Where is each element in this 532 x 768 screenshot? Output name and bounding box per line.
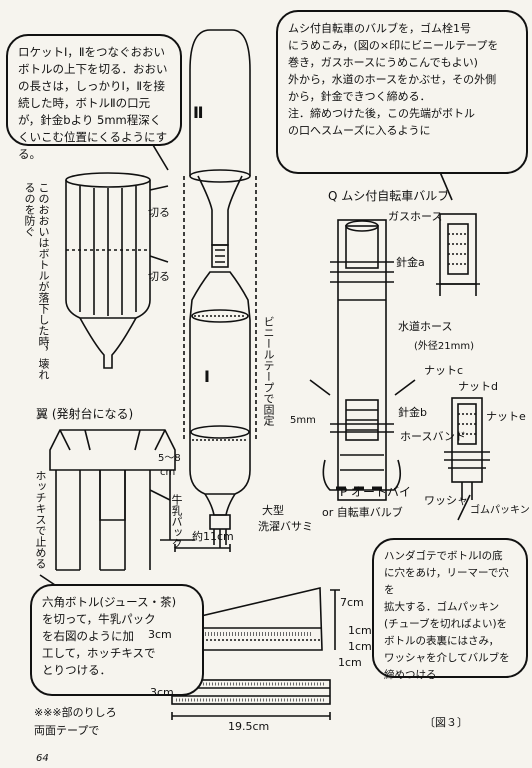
label-dim-1cm-b: 1cm [348,640,372,653]
label-hose-band: ホースバンド [400,430,466,443]
note-bubble-valve: ムシ付自転車のバルブを，ゴム栓1号 にうめこみ，(図の×印にビニールテープを 巻… [276,10,528,174]
label-wire-a: 針金a [396,256,425,269]
note-line: 続した時，ボトルⅡの口元 [18,96,151,110]
note-line: (チューブを切ればよい)を [384,618,508,630]
note-line: の口へスムーズに入るように [288,124,431,137]
note-line: とりつける． [42,663,112,677]
label-clothespin: 洗濯バサミ [258,520,313,533]
label-bottle-two: Ⅱ [193,103,204,122]
note-line: ボトルの上下を切る．おおい [18,62,168,76]
note-line: から，針金できつく締める． [288,90,431,103]
label-water-hose-size: (外径21mm) [414,341,475,352]
label-cover-note-vertical: このおおいはボトルが落下した時，壊れるのを防ぐ [23,182,50,380]
label-nut-c: ナットc [424,364,464,377]
label-dim-3cm-a: 3cm [148,628,172,641]
note-line: 注．締めつけた後，この先端がボトル [288,107,475,120]
note-line: ハンダゴテでボトルⅠの底 [384,550,503,562]
note-line: ロケットⅠ，Ⅱをつなぐおおい [18,45,166,59]
label-dim-7cm: 7cm [340,596,364,609]
label-water-hose: 水道ホース [398,320,453,333]
label-nut-d: ナットd [458,380,498,393]
label-q-valve: Q ムシ付自転車バルブ [328,189,450,203]
note-line: を切って，牛乳パック [42,612,156,626]
label-size-cm: cm [160,467,176,478]
label-cut-bottom: 切る [148,270,170,283]
label-size-5-8: 5～8 [158,453,181,464]
label-large: 大型 [262,504,284,517]
note-line: ムシ付自転車のバルブを，ゴム栓1号 [288,22,471,35]
label-dim-1cm-c: 1cm [338,656,362,669]
note-line: 外から，水道のホースをかぶせ，その外側 [288,73,497,86]
label-hatched-note-2: 両面テープで [34,724,100,737]
label-wings: 翼 (発射台になる) [36,407,134,421]
note-bubble-valve-mount: ハンダゴテでボトルⅠの底 に穴をあけ，リーマーで穴を 拡大する．ゴムパッキン (… [372,538,528,681]
label-cut-top: 切る [148,206,170,219]
label-p-valve: P オートバイ [340,485,412,499]
note-line: くいこむ位置にくるようにする。 [18,130,168,161]
note-line: ボトルの表裏にはさみ， [384,635,500,647]
note-line: 締めつける [384,669,437,681]
figure-label: 〔図３〕 [424,716,468,729]
label-nut-e: ナットe [486,410,526,423]
label-wire-b: 針金b [398,406,427,419]
label-stapler-vertical: ホッチキスで止める [34,470,47,569]
note-bubble-cover: ロケットⅠ，Ⅱをつなぐおおい ボトルの上下を切る．おおい の長さは，しっかりⅠ，… [6,34,182,161]
note-line: にうめこみ，(図の×印にビニールテープを [288,39,499,52]
label-dim-1cm-a: 1cm [348,624,372,637]
label-gas-hose: ガスホース [388,210,443,223]
note-line: 六角ボトル(ジュース・茶) [42,595,177,609]
page-number: 64 [36,753,49,764]
label-bottle-one: Ⅰ [204,367,210,386]
note-line: に穴をあけ，リーマーで穴を [384,567,509,596]
label-washer: ワッシャ [424,494,468,507]
note-line: が，針金bより 5mm程深く [18,113,162,127]
label-dim-3cm-b: 3cm [150,686,174,699]
note-line: を右図のように加 [42,629,134,643]
label-dim-19-5cm: 19.5cm [228,720,270,733]
note-line: ワッシャを介してバルブを [384,652,510,664]
label-rubber-packing: ゴムパッキン [470,505,530,516]
label-approx-11cm: 約11cm [192,530,234,543]
note-line: 拡大する．ゴムパッキン [384,601,500,613]
label-milk-pack-vertical: 牛乳パック [170,494,183,549]
note-bubble-wings: 六角ボトル(ジュース・茶) を切って，牛乳パック を右図のように加 工して，ホッ… [30,584,204,696]
label-hatched-note: ※※※部のりしろ [34,706,117,719]
note-line: 巻き，ガスホースにうめこんでもよい) [288,56,478,69]
note-line: の長さは，しっかりⅠ，Ⅱを接 [18,79,166,93]
label-vinyl-tape-vertical: ビニールテープで固定 [262,316,275,426]
label-p-valve-2: or 自転車バルブ [322,506,403,519]
note-line: 工して，ホッチキスで [42,646,156,660]
label-5mm: 5mm [290,415,316,426]
